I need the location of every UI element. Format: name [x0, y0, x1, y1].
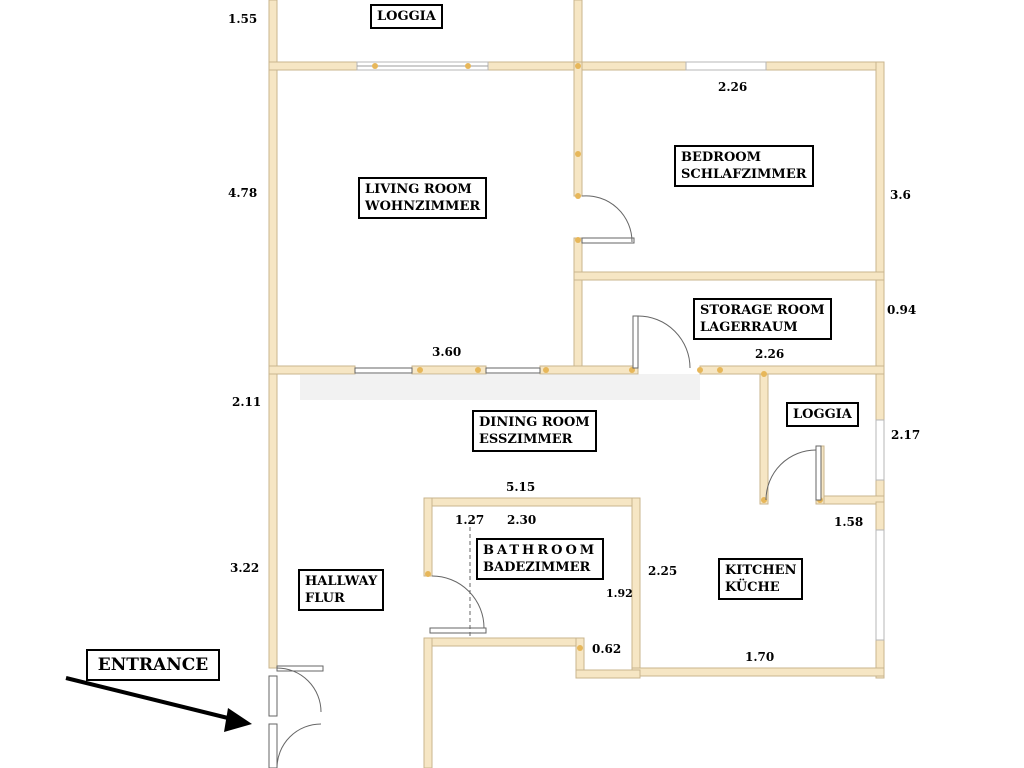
dim-kitchen-width: 1.70 — [745, 650, 775, 664]
dim-bath-small: 1.92 — [606, 587, 633, 600]
wall-top-mid — [487, 61, 687, 71]
wall-loggia-right — [573, 0, 583, 67]
wall-kitchen-bottom — [631, 667, 885, 677]
wall-loggia-right-left — [759, 373, 769, 505]
dim-living-width: 3.60 — [432, 345, 462, 359]
dim-loggia-right-width: 1.58 — [834, 515, 864, 529]
room-label-loggia-top: LOGGIA — [370, 4, 443, 29]
wall-bedroom-storage — [573, 271, 885, 281]
dim-bedroom-width: 2.26 — [718, 80, 748, 94]
dim-loggia-height: 1.55 — [228, 12, 258, 26]
room-label-loggia-right: LOGGIA — [786, 402, 859, 427]
dim-bath-inner-b: 2.30 — [507, 513, 537, 527]
dim-bath-inner-a: 1.27 — [455, 513, 485, 527]
dim-living-height: 4.78 — [228, 186, 258, 200]
entrance-arrow — [65, 676, 252, 732]
watermark-blur — [300, 374, 700, 400]
wall-living-dining-b — [411, 365, 487, 375]
wall-bath-bottom — [423, 637, 585, 647]
wall-loggia-right-bottom — [815, 495, 885, 505]
dim-dining-width: 5.15 — [506, 480, 536, 494]
wall-living-dining-a — [268, 365, 356, 375]
wall-living-bedroom-a — [573, 61, 583, 197]
wall-top-left — [268, 61, 358, 71]
dim-bedroom-height: 3.6 — [890, 188, 911, 202]
window-loggia-right — [875, 419, 885, 481]
dim-dining-height: 2.11 — [232, 395, 262, 409]
wall-bath-left — [423, 497, 433, 577]
window-kitchen — [875, 529, 885, 641]
dim-storage-width: 2.26 — [755, 347, 785, 361]
wall-hallway-right — [423, 637, 433, 768]
dim-bath-height: 2.25 — [648, 564, 678, 578]
doors — [268, 195, 822, 768]
dim-loggia-right-height: 2.17 — [891, 428, 921, 442]
wall-living-dining-c — [539, 365, 639, 375]
dim-storage-height: 0.94 — [887, 303, 917, 317]
wall-top-right — [765, 61, 885, 71]
entrance-label: ENTRANCE — [86, 649, 220, 681]
dim-hallway-height: 3.22 — [230, 561, 260, 575]
wall-bath-top — [423, 497, 641, 507]
window-top-right — [685, 61, 767, 71]
wall-left-outer — [268, 0, 278, 669]
wall-living-bedroom-b — [573, 237, 583, 373]
wall-niche-bottom — [575, 669, 641, 679]
dim-niche-width: 0.62 — [592, 642, 622, 656]
wall-bath-right — [631, 497, 641, 679]
wall-storage-bottom — [699, 365, 885, 375]
